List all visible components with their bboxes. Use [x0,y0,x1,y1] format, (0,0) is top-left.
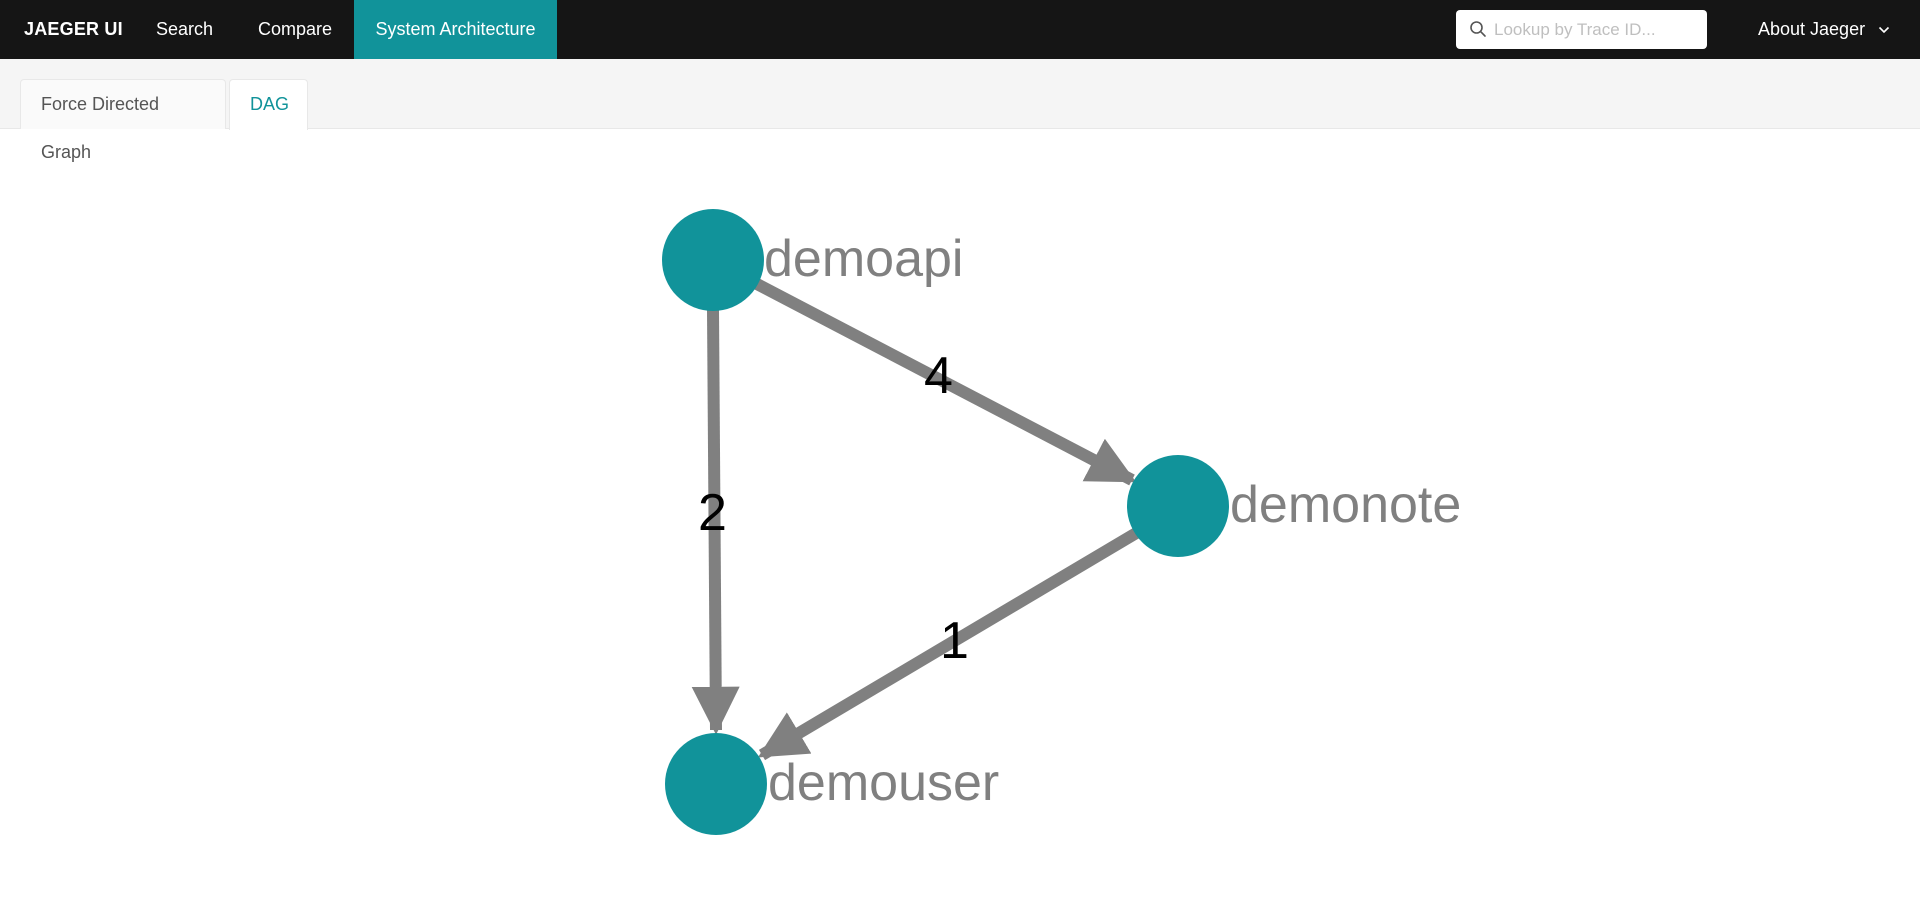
dag-graph: 4 2 1 demoapi demonote demouser [662,209,1461,835]
nav-system-architecture[interactable]: System Architecture [354,0,557,59]
about-jaeger-menu[interactable]: About Jaeger [1758,0,1890,59]
edge-label-demoapi-demouser: 2 [698,484,727,542]
trace-id-input[interactable] [1494,10,1699,49]
node-label-demoapi: demoapi [764,230,963,288]
nav-compare[interactable]: Compare [258,19,333,39]
about-jaeger-label: About Jaeger [1758,19,1866,39]
node-demonote[interactable] [1127,455,1229,557]
node-demoapi[interactable] [662,209,764,311]
brand-logo[interactable]: JAEGER UI [24,19,123,39]
edge-label-demonote-demouser: 1 [940,612,969,670]
trace-id-search[interactable] [1456,10,1707,49]
chevron-down-icon [1879,27,1890,34]
node-label-demouser: demouser [768,754,999,812]
edge-demoapi-demouser[interactable] [691,309,740,735]
top-navbar: JAEGER UI Search Compare System Architec… [0,0,1920,59]
edge-demonote-demouser[interactable] [757,526,1142,761]
edge-label-demoapi-demonote: 4 [924,347,953,405]
tab-force-directed-graph[interactable]: Force Directed Graph [20,79,226,162]
node-label-demonote: demonote [1230,476,1461,534]
tab-dag[interactable]: DAG [229,79,308,130]
view-tabs: Force Directed Graph DAG [0,59,1920,162]
node-demouser[interactable] [665,733,767,835]
edge-demoapi-demonote[interactable] [754,278,1137,486]
search-icon [1470,21,1486,37]
nav-search[interactable]: Search [156,19,214,39]
